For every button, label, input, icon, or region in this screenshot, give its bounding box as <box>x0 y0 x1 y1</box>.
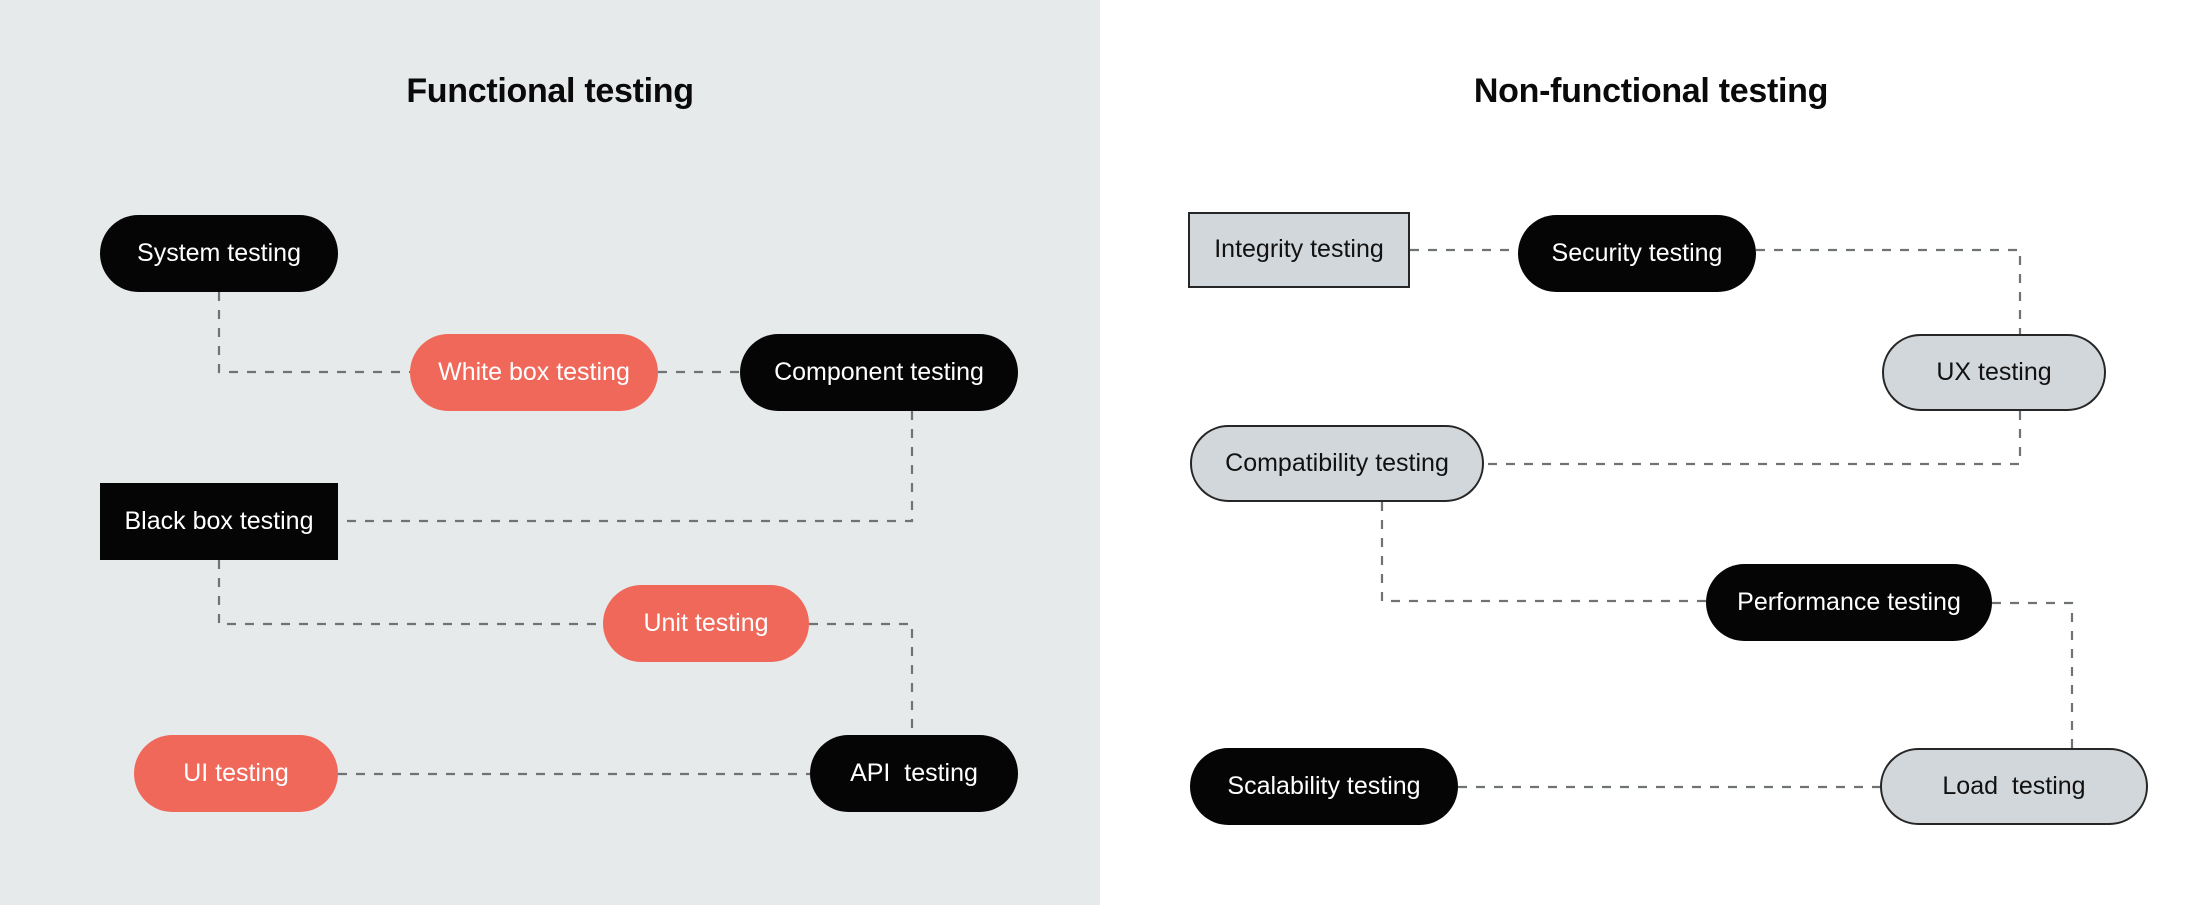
node-component-testing[interactable]: Component testing <box>740 334 1018 411</box>
node-ux-testing[interactable]: UX testing <box>1882 334 2106 411</box>
node-label: White box testing <box>438 357 630 386</box>
functional-panel-title: Functional testing <box>406 72 694 110</box>
node-compatibility-testing[interactable]: Compatibility testing <box>1190 425 1484 502</box>
node-system-testing[interactable]: System testing <box>100 215 338 292</box>
node-performance-testing[interactable]: Performance testing <box>1706 564 1992 641</box>
node-label: Load testing <box>1942 771 2086 800</box>
node-label: Performance testing <box>1737 587 1961 616</box>
node-load-testing[interactable]: Load testing <box>1880 748 2148 825</box>
node-unit-testing[interactable]: Unit testing <box>603 585 809 662</box>
node-label: Component testing <box>774 357 984 386</box>
node-label: UX testing <box>1936 357 2052 386</box>
node-label: Security testing <box>1551 238 1723 267</box>
node-label: API testing <box>850 758 978 787</box>
node-label: Unit testing <box>643 608 769 637</box>
node-scalability-testing[interactable]: Scalability testing <box>1190 748 1458 825</box>
node-ui-testing[interactable]: UI testing <box>134 735 338 812</box>
node-api-testing[interactable]: API testing <box>810 735 1018 812</box>
node-integrity-testing[interactable]: Integrity testing <box>1188 212 1410 288</box>
node-label: UI testing <box>183 758 289 787</box>
node-white-box-testing[interactable]: White box testing <box>410 334 658 411</box>
node-label: System testing <box>137 238 301 267</box>
node-label: Integrity testing <box>1214 235 1384 264</box>
node-label: Scalability testing <box>1227 771 1421 800</box>
node-label: Compatibility testing <box>1225 448 1449 477</box>
node-label: Black box testing <box>124 506 314 535</box>
non-functional-panel-title: Non-functional testing <box>1473 72 1829 110</box>
node-security-testing[interactable]: Security testing <box>1518 215 1756 292</box>
node-black-box-testing[interactable]: Black box testing <box>100 483 338 560</box>
